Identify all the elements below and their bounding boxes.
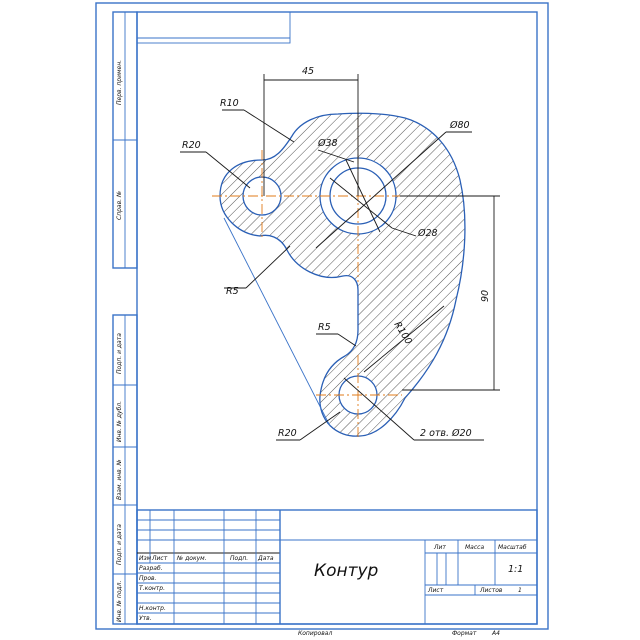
dim-r5-left: R5: [226, 286, 239, 297]
tb-sheets: Листов: [479, 587, 503, 594]
tb-izm: Изм: [139, 555, 152, 562]
dim-r10: R10: [220, 98, 239, 109]
part-contour: [212, 112, 466, 438]
tb-prov: Пров.: [139, 575, 157, 582]
tb-utv: Утв.: [139, 615, 152, 622]
side-label-podp1: Подп. и дата: [116, 333, 123, 374]
tb-lit: Лит: [433, 544, 446, 551]
tb-sheets-value: 1: [518, 587, 522, 594]
side-strip-upper: Перв. примен. Справ. №: [112, 11, 138, 269]
side-label-perv: Перв. примен.: [116, 60, 123, 105]
dim-2-holes: 2 отв. Ø20: [420, 428, 472, 439]
tb-razrab: Разраб.: [139, 565, 163, 572]
tb-doc-col: № докум.: [176, 555, 207, 562]
outer-frame: [95, 2, 549, 630]
tb-sheet: Лист: [427, 587, 444, 594]
footer-format: Формат: [452, 630, 477, 637]
dim-90: 90: [480, 290, 491, 302]
side-label-inv-podl: Инв. № подл.: [116, 581, 123, 622]
tb-scale-value: 1:1: [508, 564, 523, 575]
dim-d38: Ø38: [317, 138, 338, 149]
dim-r20-bottom: R20: [278, 428, 297, 439]
side-label-vzam: Взам. инв. №: [116, 459, 123, 500]
dimensions: 45 R10 R20 Ø38 Ø80 Ø28 R5 90 R100: [180, 66, 500, 441]
tb-nkontr: Н.контр.: [139, 605, 166, 612]
footer-format-value: А4: [491, 630, 500, 637]
footer: Копировал Формат А4: [298, 630, 500, 637]
side-label-sprav: Справ. №: [116, 191, 123, 220]
dim-r5-mid: R5: [318, 322, 331, 333]
dim-d80: Ø80: [449, 120, 470, 131]
tb-massa: Масса: [465, 544, 484, 551]
tb-date-col: Дата: [257, 555, 274, 562]
side-strip-lower: Подп. и дата Инв. № дубл. Взам. инв. № П…: [112, 314, 138, 625]
tb-podp-col: Подп.: [230, 555, 248, 562]
dim-45: 45: [302, 66, 314, 77]
title-block: Изм Лист № докум. Подп. Дата Разраб. Про…: [136, 509, 538, 625]
tb-masshtab: Масштаб: [498, 544, 527, 551]
drawing-frame: [136, 11, 538, 625]
dim-r20-top: R20: [182, 140, 201, 151]
tb-list-col: Лист: [151, 555, 168, 562]
tb-title: Контур: [314, 561, 379, 581]
side-label-inv-dubl: Инв. № дубл.: [116, 401, 123, 442]
tb-tkontr: Т.контр.: [139, 585, 165, 592]
dim-d28: Ø28: [417, 228, 438, 239]
footer-copied: Копировал: [298, 630, 332, 637]
side-label-podp2: Подп. и дата: [116, 524, 123, 565]
